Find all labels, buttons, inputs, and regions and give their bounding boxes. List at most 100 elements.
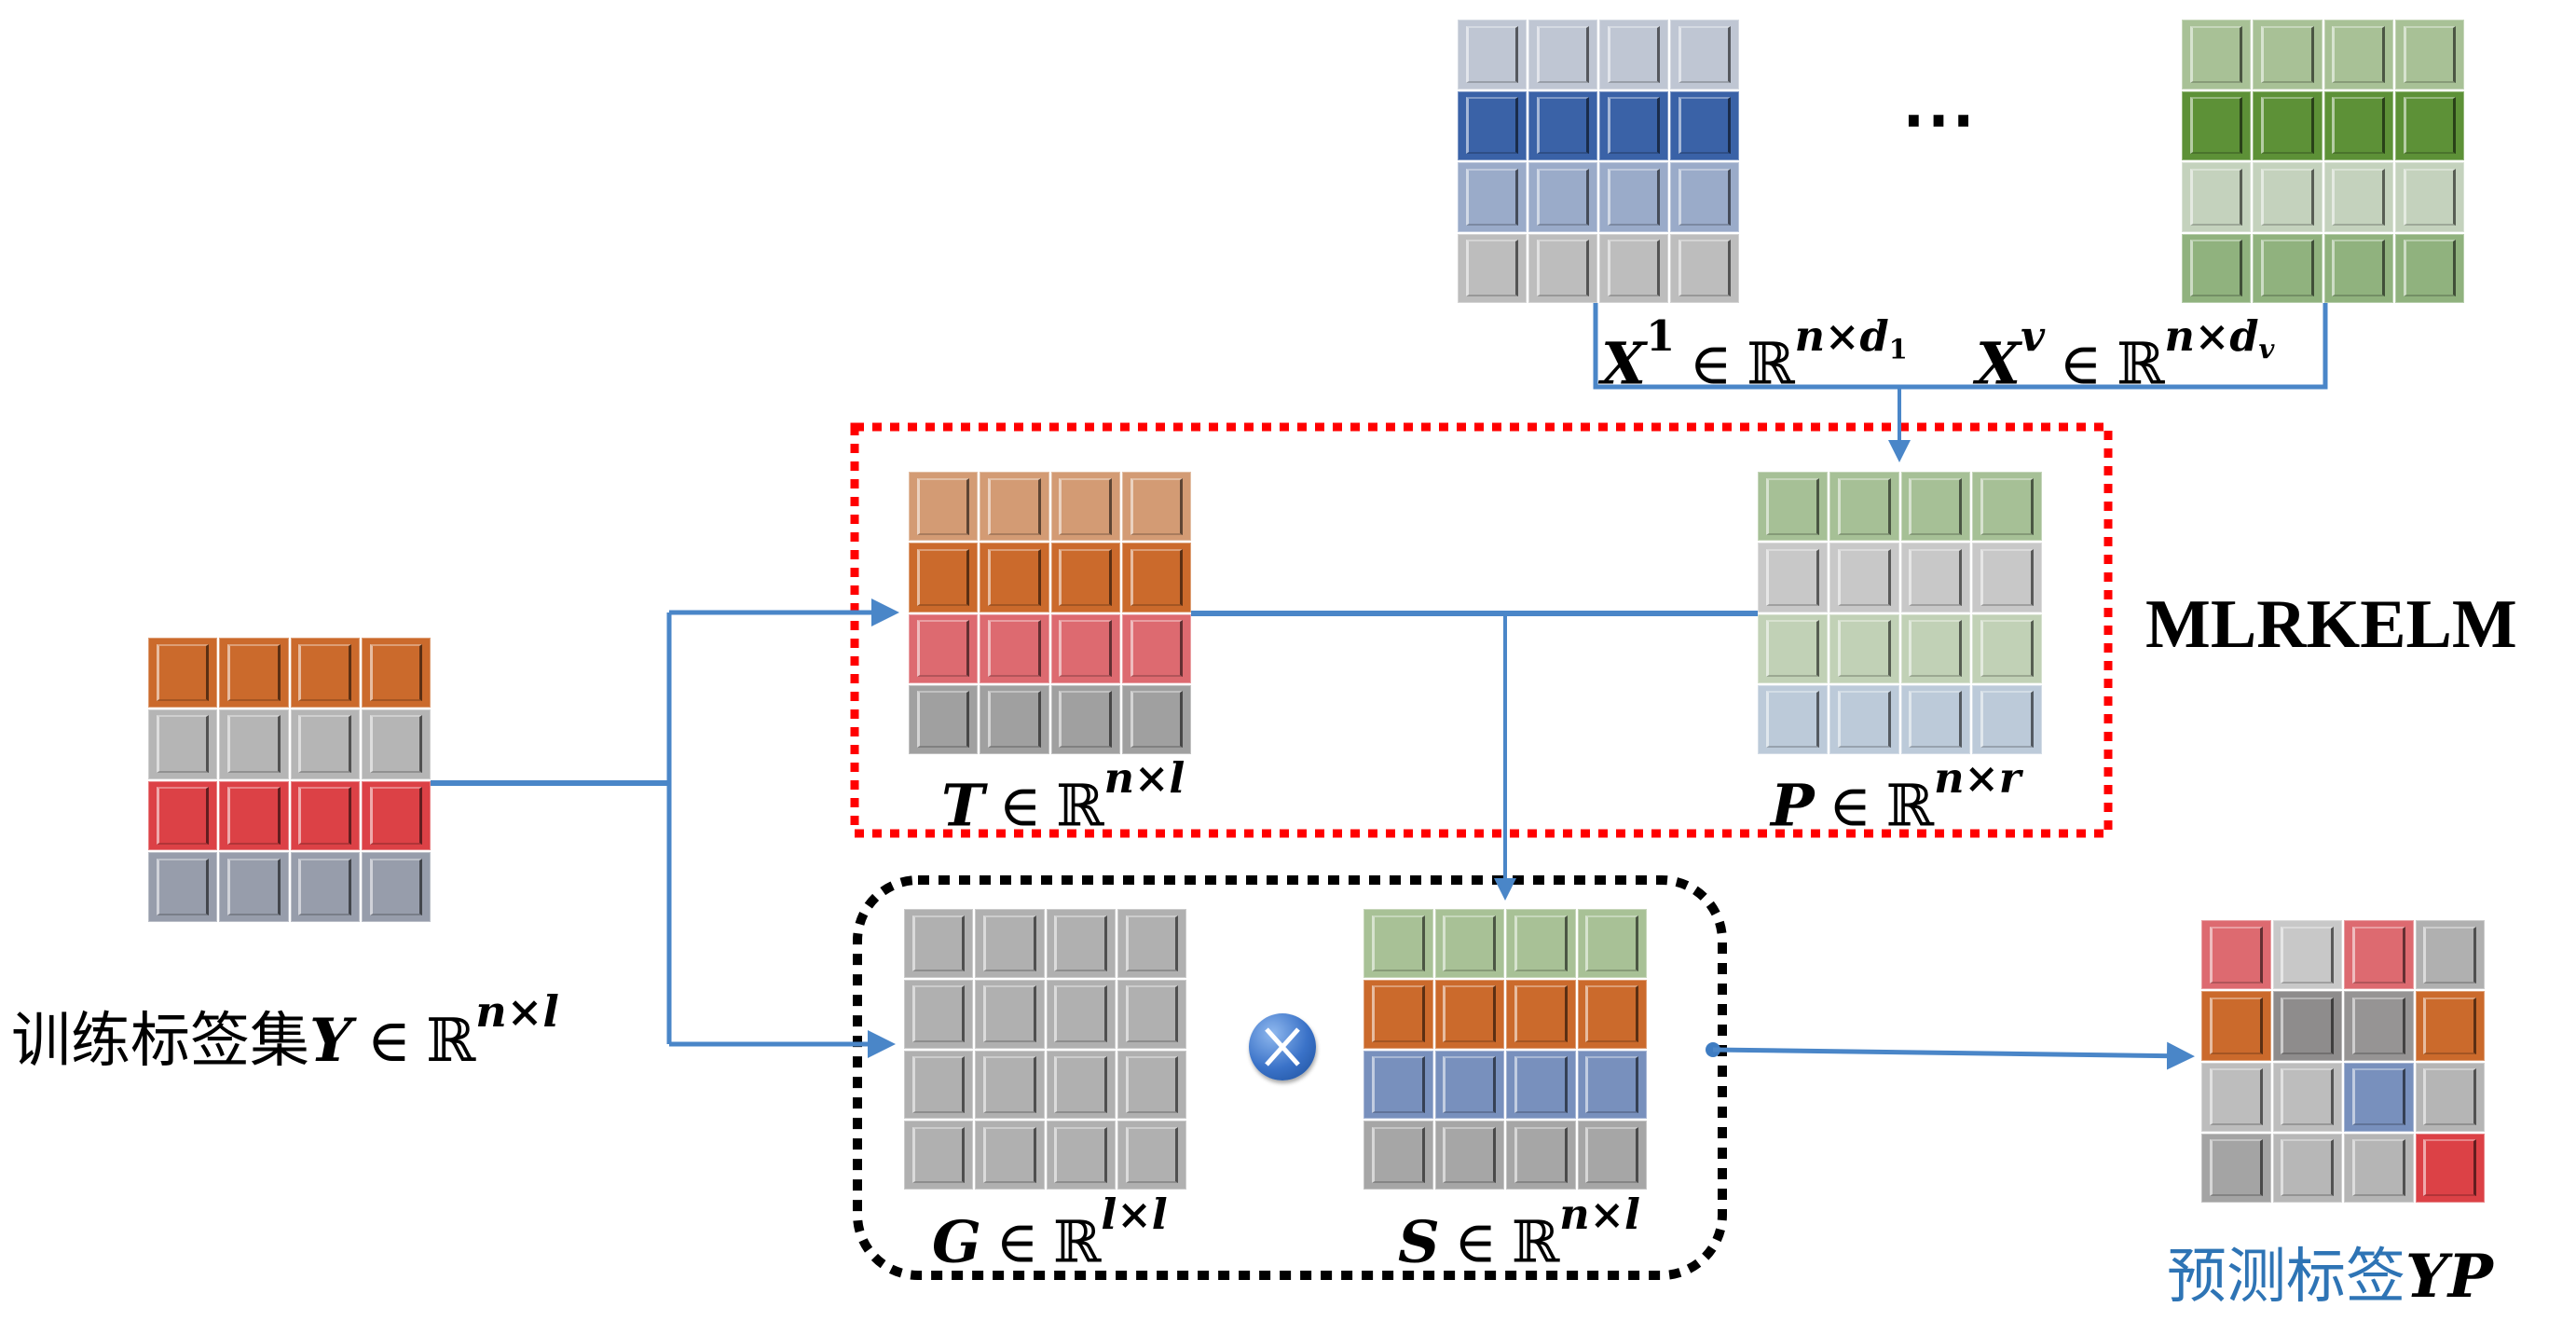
matrix-cell: [2201, 1133, 2271, 1203]
label-xv-superscript: v: [2021, 311, 2046, 361]
matrix-cell: [2344, 1062, 2414, 1132]
matrix-cell: [1900, 472, 1971, 542]
matrix-cell: [2253, 162, 2323, 232]
matrix-cell: [290, 709, 360, 779]
matrix-cell: [2394, 233, 2464, 303]
label-p-dims: n×r: [1934, 753, 2021, 803]
matrix-cell: [2323, 162, 2393, 232]
matrix-cell: [980, 684, 1049, 754]
matrix-cell: [1599, 162, 1668, 232]
matrix-cell: [2394, 20, 2464, 89]
label-p-space: ℝ: [1885, 771, 1935, 840]
matrix-cell: [1506, 979, 1576, 1049]
matrix-g: [904, 909, 1186, 1190]
matrix-cell: [1577, 979, 1647, 1049]
matrix-cell: [2253, 233, 2323, 303]
matrix-cell: [980, 543, 1049, 612]
label-y-dims: n×l: [475, 986, 559, 1037]
label-s-member: ∈: [1454, 1207, 1498, 1276]
matrix-cell: [1528, 162, 1597, 232]
matrix-cell: [1528, 90, 1597, 160]
label-yp-prefix: 预测标签: [2167, 1243, 2405, 1312]
matrix-cell: [2272, 991, 2342, 1061]
label-y-prefix: 训练标签集: [11, 1006, 309, 1076]
matrix-cell: [2394, 162, 2464, 232]
label-g: G ∈ ℝl×l: [932, 1190, 1168, 1277]
ellipsis: ⋯: [1901, 78, 1976, 160]
matrix-cell: [290, 638, 360, 708]
matrix-cell: [2182, 162, 2252, 232]
matrix-cell: [1046, 1121, 1116, 1190]
matrix-yp: [2201, 920, 2485, 1203]
matrix-cell: [1972, 472, 2042, 542]
matrix-cell: [2394, 90, 2464, 160]
matrix-cell: [2272, 920, 2342, 990]
matrix-xv: [2182, 20, 2464, 303]
label-x1-dims-text: n×d: [1794, 311, 1889, 361]
label-s: S ∈ ℝn×l: [1398, 1190, 1640, 1277]
matrix-cell: [909, 613, 979, 683]
matrix-cell: [1117, 909, 1186, 978]
matrix-cell: [1363, 909, 1433, 978]
matrix-cell: [2415, 1133, 2485, 1203]
matrix-cell: [2323, 90, 2393, 160]
matrix-cell: [2253, 90, 2323, 160]
matrix-cell: [975, 979, 1045, 1049]
matrix-cell: [909, 684, 979, 754]
label-yp-symbol: YP: [2405, 1242, 2493, 1312]
mlrkelm-box: [850, 422, 2113, 838]
matrix-y: [148, 638, 431, 922]
matrix-cell: [1046, 979, 1116, 1049]
matrix-cell: [975, 909, 1045, 978]
matrix-cell: [1121, 543, 1191, 612]
label-g-dims: l×l: [1101, 1190, 1168, 1239]
matrix-cell: [1670, 162, 1739, 232]
matrix-p: [1758, 472, 2042, 754]
matrix-cell: [1670, 20, 1739, 89]
matrix-cell: [361, 780, 431, 851]
matrix-cell: [1050, 472, 1120, 542]
matrix-cell: [1972, 543, 2042, 612]
label-xv: Xv ∈ ℝn×dv: [1976, 311, 2274, 399]
otimes-icon: [1249, 1013, 1316, 1080]
label-y-space: ℝ: [426, 1006, 476, 1076]
matrix-cell: [1117, 1050, 1186, 1120]
label-s-dims: n×l: [1559, 1190, 1641, 1239]
matrix-cell: [1599, 20, 1668, 89]
matrix-cell: [1506, 909, 1576, 978]
matrix-cell: [290, 852, 360, 922]
matrix-cell: [1050, 684, 1120, 754]
matrix-cell: [1050, 613, 1120, 683]
matrix-cell: [909, 543, 979, 612]
label-y: 训练标签集Y ∈ ℝn×l: [11, 986, 559, 1079]
matrix-cell: [2344, 920, 2414, 990]
matrix-cell: [1829, 684, 1899, 754]
label-x1-symbol: X: [1601, 329, 1647, 398]
matrix-cell: [1577, 1050, 1647, 1120]
matrix-cell: [148, 709, 218, 779]
connector-x1: [1593, 302, 2328, 390]
label-t-dims: n×l: [1103, 753, 1185, 803]
matrix-cell: [1972, 613, 2042, 683]
matrix-cell: [904, 1050, 974, 1120]
matrix-cell: [2201, 1062, 2271, 1132]
matrix-cell: [1363, 1050, 1433, 1120]
label-y-member: ∈: [366, 1006, 412, 1076]
matrix-cell: [975, 1050, 1045, 1120]
matrix-cell: [980, 472, 1049, 542]
matrix-cell: [1458, 20, 1527, 89]
matrix-cell: [1758, 543, 1828, 612]
matrix-cell: [904, 979, 974, 1049]
matrix-cell: [1434, 1121, 1504, 1190]
fusion-box: [853, 875, 1727, 1280]
matrix-cell: [1758, 684, 1828, 754]
matrix-cell: [1528, 20, 1597, 89]
matrix-cell: [904, 1121, 974, 1190]
matrix-cell: [148, 852, 218, 922]
matrix-cell: [2415, 991, 2485, 1061]
matrix-cell: [1829, 472, 1899, 542]
matrix-cell: [1900, 543, 1971, 612]
matrix-cell: [148, 780, 218, 851]
matrix-cell: [2415, 920, 2485, 990]
matrix-cell: [290, 780, 360, 851]
